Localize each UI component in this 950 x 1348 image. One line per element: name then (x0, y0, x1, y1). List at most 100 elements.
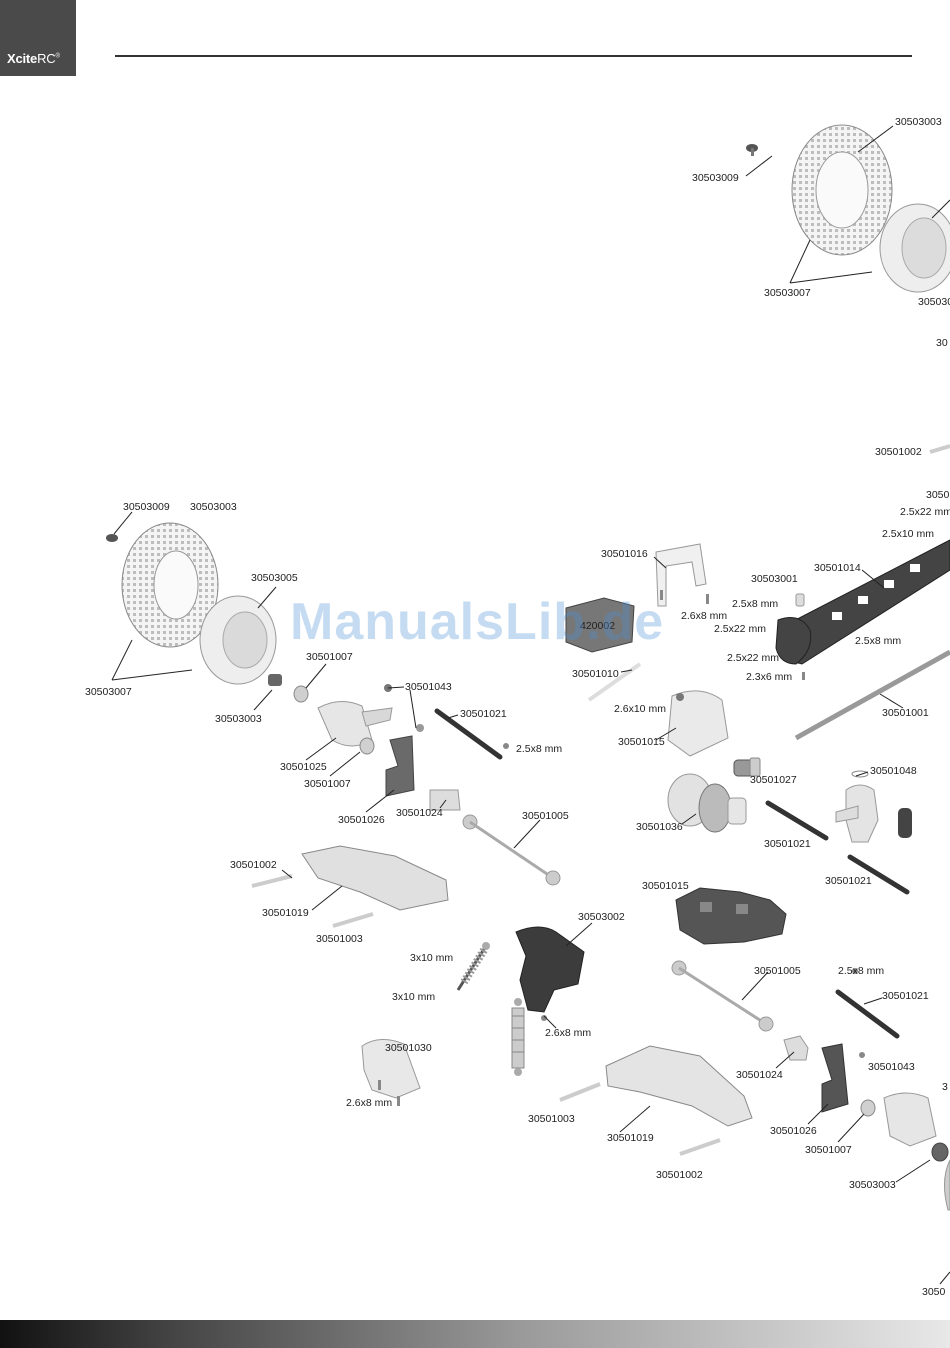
diff-outdrive (733, 757, 761, 777)
label-30501026-b: 30501026 (770, 1125, 817, 1137)
label-2.5x8-mm-c: 2.5x8 mm (855, 635, 901, 647)
label-2.5x10-mm: 2.5x10 mm (882, 528, 934, 540)
axle-carrier-rear (783, 1035, 809, 1061)
label-30503003-hex: 30503003 (215, 713, 262, 725)
c-hub-left (385, 735, 415, 797)
label-3050-bottom: 3050 (922, 1286, 946, 1298)
label-30501001: 30501001 (882, 707, 929, 719)
label-30503003-top: 30503003 (895, 116, 942, 128)
label-30501048: 30501048 (870, 765, 917, 777)
hinge-pin-right (929, 444, 950, 454)
label-30503007-top: 30503007 (764, 287, 811, 299)
bearing-left (293, 685, 309, 703)
hinge-pin-front-a (251, 874, 293, 888)
label-30501019-b: 30501019 (607, 1132, 654, 1144)
label-30501016: 30501016 (601, 548, 648, 560)
turnbuckle-rear-c (835, 989, 900, 1039)
label-30503009-top: 30503009 (692, 172, 739, 184)
bumper (361, 1039, 421, 1099)
label-2.6x8-mm-a: 2.6x8 mm (681, 610, 727, 622)
center-driveshaft (794, 649, 950, 741)
label-30501026-a: 30501026 (338, 814, 385, 826)
label-30501003-b: 30501003 (528, 1113, 575, 1125)
turnbuckle-left (434, 708, 503, 760)
label-30501025: 30501025 (280, 761, 327, 773)
label-2.6x8-mm-c: 2.6x8 mm (346, 1097, 392, 1109)
label-30501043-b: 30501043 (868, 1061, 915, 1073)
label-30501021-b: 30501021 (764, 838, 811, 850)
header-rule (115, 55, 912, 57)
knuckle-rear (883, 1092, 937, 1147)
ball-stud-left-2 (416, 724, 424, 732)
label-3050300-top: 3050300 (918, 296, 950, 308)
label-30501007-a: 30501007 (306, 651, 353, 663)
label-30503009-left: 30503009 (123, 501, 170, 513)
watermark: ManualsLib.de (290, 593, 665, 651)
label-30501015-b: 30501015 (642, 880, 689, 892)
label-3050-mid: 3050 (926, 489, 950, 501)
label-30501002-a: 30501002 (230, 859, 277, 871)
bearing-rear (860, 1099, 876, 1117)
label-30501002-top: 30501002 (875, 446, 922, 458)
label-2.5x8-mm-d: 2.5x8 mm (838, 965, 884, 977)
label-30501014: 30501014 (814, 562, 861, 574)
footer-gradient-bar (0, 1320, 950, 1348)
label-30503007-left: 30503007 (85, 686, 132, 698)
label-30501005-b: 30501005 (754, 965, 801, 977)
servo-mount (655, 543, 707, 607)
post (795, 593, 805, 607)
label-30503005: 30503005 (251, 572, 298, 584)
label-30501019-a: 30501019 (262, 907, 309, 919)
label-servo-code: 420002 (580, 620, 615, 632)
label-30503001: 30503001 (751, 573, 798, 585)
hinge-pin-front-b (332, 912, 374, 928)
label-3-edge: 3 (942, 1081, 948, 1093)
label-30501027: 30501027 (750, 774, 797, 786)
tire-front-left (121, 522, 219, 648)
servo (565, 597, 635, 653)
dogbone-rear (671, 960, 774, 1032)
label-3x10-mm-b: 3x10 mm (392, 991, 435, 1003)
lower-arm-rear (605, 1045, 753, 1127)
shock-tower (515, 926, 585, 1013)
label-2.5x8-mm-b: 2.5x8 mm (732, 598, 778, 610)
knuckle-arm-left (361, 707, 393, 727)
gearbox-rear (675, 887, 787, 945)
lower-arm-front (301, 845, 449, 911)
hinge-pin-rear-a (559, 1082, 601, 1102)
label-30503003-b: 30503003 (849, 1179, 896, 1191)
label-30501010: 30501010 (572, 668, 619, 680)
brand-logo: XciteRC® (0, 0, 76, 76)
brand-wordmark: XciteRC® (7, 51, 60, 66)
label-2.6x8-mm-b: 2.6x8 mm (545, 1027, 591, 1039)
label-30501005-a: 30501005 (522, 810, 569, 822)
label-30501007-b: 30501007 (304, 778, 351, 790)
label-2.5x22-mm-b: 2.5x22 mm (727, 652, 779, 664)
steering-bellcrank (835, 770, 912, 843)
shock-front (456, 942, 490, 991)
tire-rear-edge (944, 1159, 950, 1211)
label-2.3x6-mm: 2.3x6 mm (746, 671, 792, 683)
hex-adapter-left (268, 674, 282, 686)
label-2.5x22-mm-a: 2.5x22 mm (714, 623, 766, 635)
label-2.5x22-mm-top: 2.5x22 mm (900, 506, 950, 518)
label-2.5x8-mm-a: 2.5x8 mm (516, 743, 562, 755)
turnbuckle-rear-a (765, 800, 829, 841)
part-labels: 30503003 30503009 30503007 3050300 30 30… (85, 116, 950, 1298)
label-30501007-c: 30501007 (805, 1144, 852, 1156)
hex-adapter-rear (931, 1142, 949, 1162)
shock-rear (511, 998, 525, 1076)
leader-lines (111, 125, 950, 1285)
label-3x10-mm-a: 3x10 mm (410, 952, 453, 964)
tire-top-right (791, 124, 893, 256)
differential (667, 773, 747, 833)
c-hub-rear (821, 1043, 849, 1113)
screw-top-right (746, 144, 758, 156)
screw-front-left (106, 534, 118, 542)
turnbuckle-rear-b (847, 854, 910, 895)
dogbone-left (429, 789, 561, 886)
label-30501024-b: 30501024 (736, 1069, 783, 1081)
label-30501021-d: 30501021 (882, 990, 929, 1002)
label-30501015-a: 30501015 (618, 736, 665, 748)
